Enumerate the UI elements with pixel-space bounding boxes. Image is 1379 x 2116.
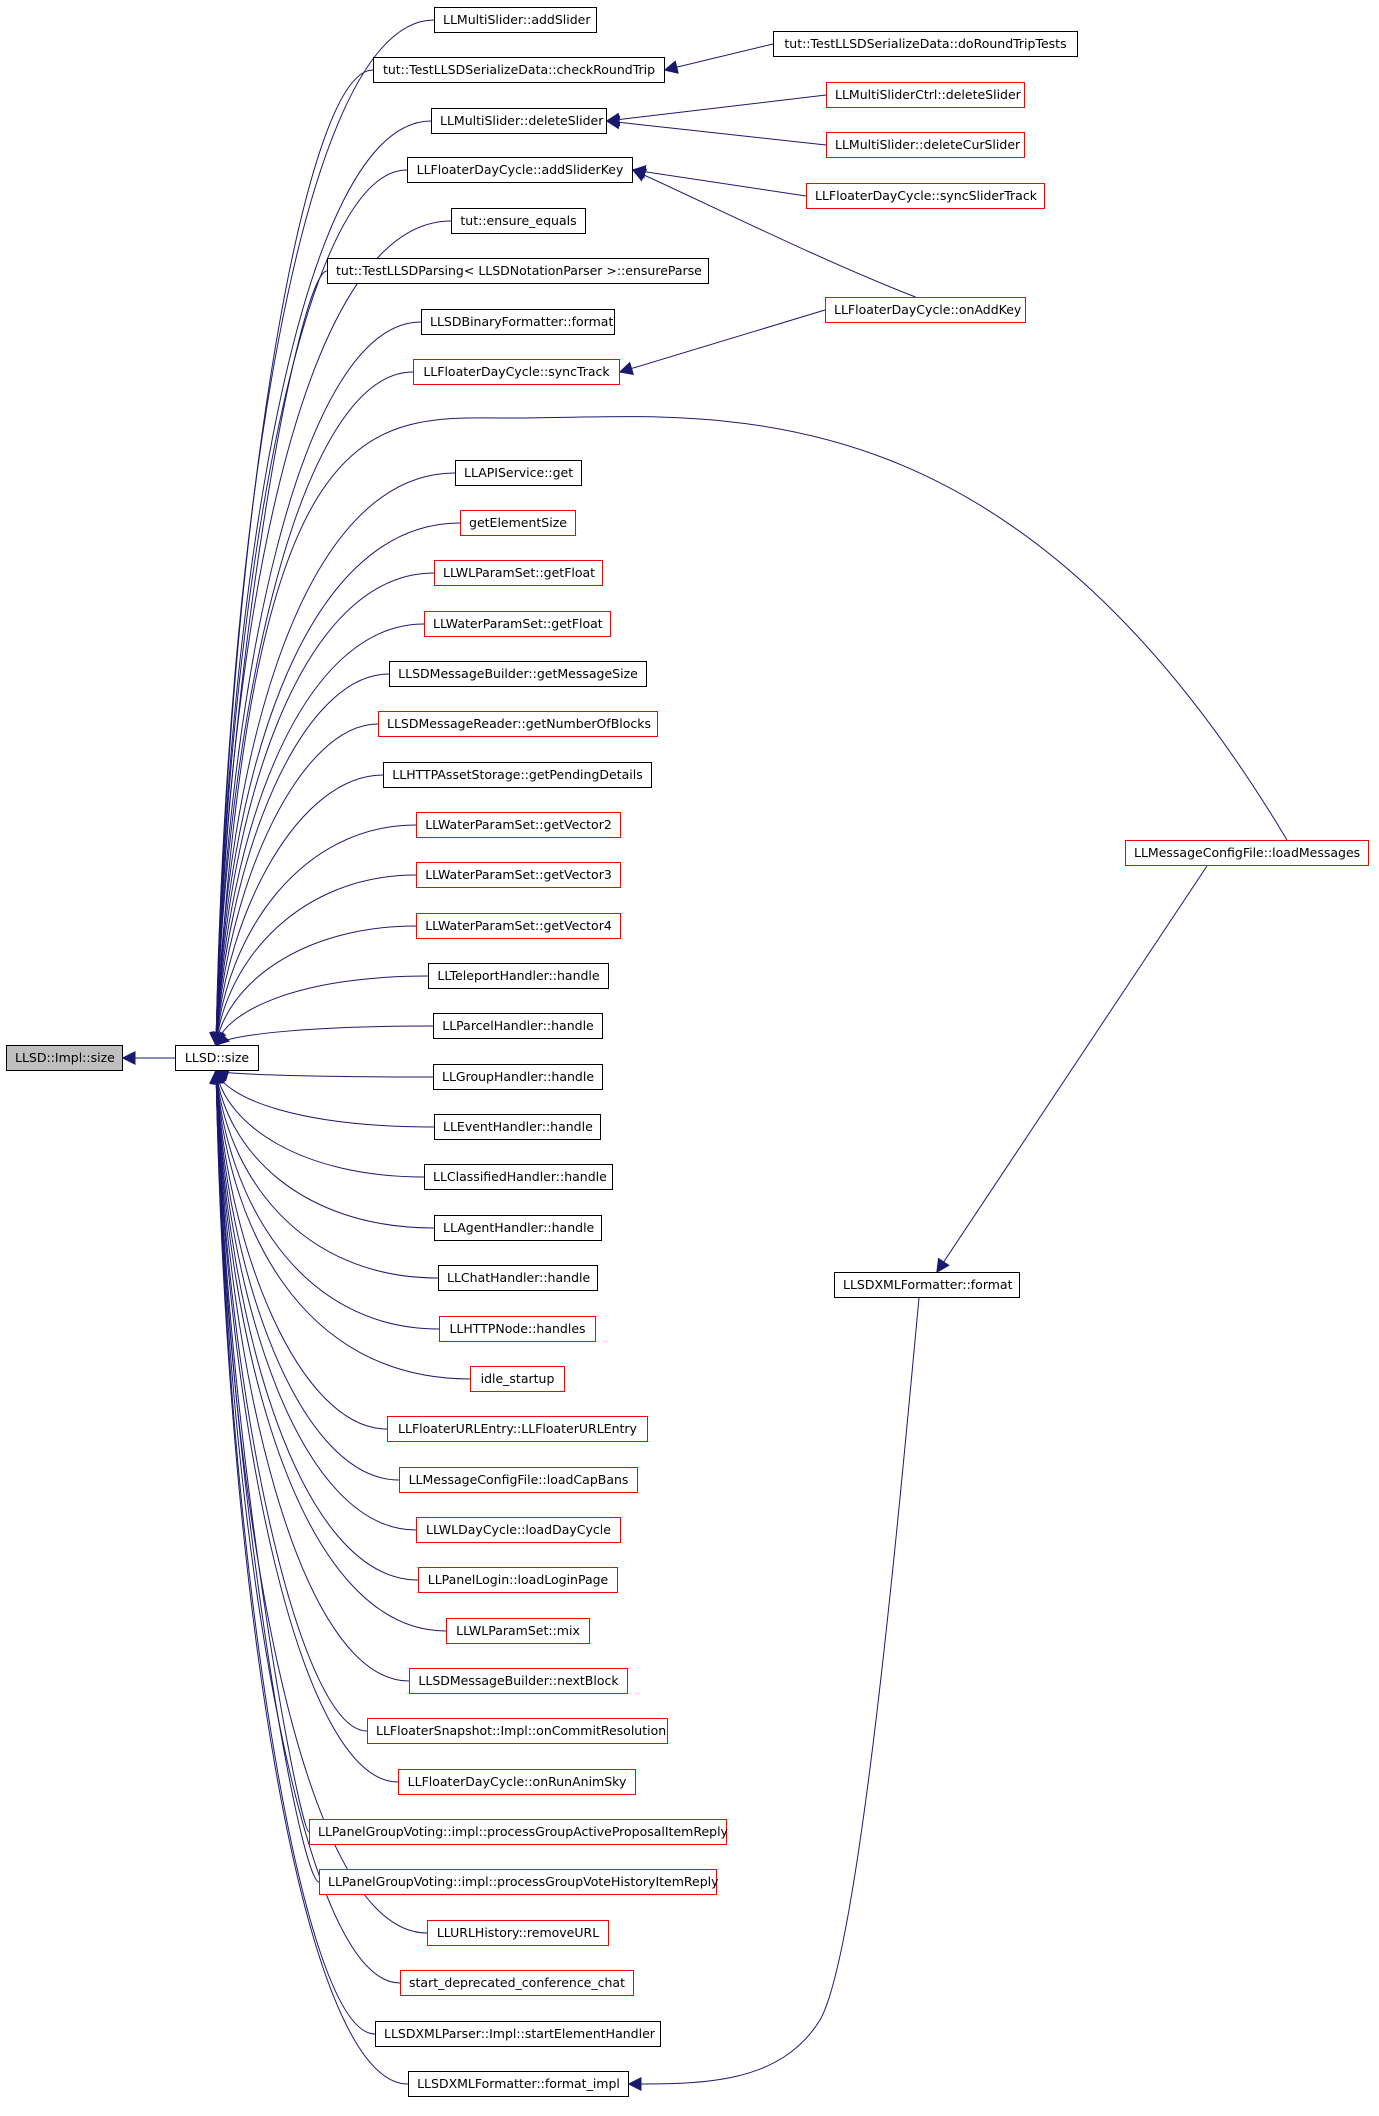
graph-edge [209,371,414,1047]
graph-node[interactable]: LLFloaterDayCycle::addSliderKey [407,157,633,183]
graph-edge [605,115,827,146]
graph-edge [209,774,384,1047]
graph-node[interactable]: LLSDMessageBuilder::nextBlock [409,1668,628,1694]
graph-node[interactable]: LLWLParamSet::getFloat [434,560,603,586]
graph-edge [210,874,417,1047]
graph-edge [211,1069,425,1178]
graph-node[interactable]: LLWLDayCycle::loadDayCycle [416,1517,621,1543]
graph-edge [209,169,408,1047]
graph-edge [209,1069,410,1682]
graph-node[interactable]: LLWaterParamSet::getFloat [424,611,611,637]
graph-edge [631,164,807,197]
graph-node[interactable]: LLAPIService::get [455,460,582,486]
graph-edge [209,723,379,1047]
graph-edge [209,120,432,1047]
graph-node[interactable]: LLSD::size [175,1045,259,1071]
graph-edge [209,1069,409,2085]
graph-node[interactable]: LLSDMessageReader::getNumberOfBlocks [378,711,658,737]
graph-edge [210,1069,440,1330]
graph-edge [209,270,328,1047]
graph-node[interactable]: LLMultiSlider::addSlider [434,7,597,33]
graph-edge [209,572,435,1047]
graph-node[interactable]: LLMultiSlider::deleteSlider [431,108,607,134]
graph-node[interactable]: tut::TestLLSDSerializeData::checkRoundTr… [373,57,665,83]
graph-node[interactable]: LLWaterParamSet::getVector2 [416,812,621,838]
graph-node[interactable]: LLMessageConfigFile::loadMessages [1125,840,1369,866]
graph-node[interactable]: LLWaterParamSet::getVector3 [416,862,621,888]
graph-edge [209,1069,428,1934]
graph-edge [663,43,774,74]
graph-node-root: LLSD::Impl::size [6,1045,123,1071]
graph-edge [210,824,417,1047]
graph-node[interactable]: LLAgentHandler::handle [434,1215,602,1241]
graph-node[interactable]: LLHTTPNode::handles [439,1316,596,1342]
graph-edge [211,925,417,1047]
graph-edge [605,94,827,127]
graph-node[interactable]: LLURLHistory::removeURL [427,1920,609,1946]
graph-node[interactable]: LLPanelGroupVoting::impl::processGroupVo… [319,1869,719,1895]
graph-node[interactable]: LLFloaterSnapshot::Impl::onCommitResolut… [367,1718,668,1744]
graph-node[interactable]: getElementSize [460,510,576,536]
graph-node[interactable]: LLFloaterDayCycle::onAddKey [825,297,1026,323]
graph-node[interactable]: LLMultiSliderCtrl::deleteSlider [826,82,1025,108]
graph-edge [209,1069,401,1984]
graph-edge [618,309,826,376]
graph-edge [631,168,916,298]
graph-edge [209,673,390,1047]
graph-node[interactable]: LLFloaterDayCycle::syncSliderTrack [806,183,1045,209]
graph-node[interactable]: tut::TestLLSDSerializeData::doRoundTripT… [773,31,1078,57]
graph-node[interactable]: LLSDXMLFormatter::format [834,1272,1020,1298]
graph-edge [936,865,1208,1274]
graph-edge [209,1069,417,1531]
graph-node[interactable]: LLFloaterDayCycle::syncTrack [413,359,620,385]
graph-node[interactable]: LLSDBinaryFormatter::format [421,309,615,335]
graph-edge [209,1069,368,1732]
graph-edge [209,623,425,1047]
graph-edge [209,1069,376,2035]
graph-node[interactable]: LLPanelGroupVoting::impl::processGroupAc… [309,1819,728,1845]
graph-node[interactable]: LLTeleportHandler::handle [428,963,609,989]
graph-node[interactable]: LLClassifiedHandler::handle [424,1164,613,1190]
graph-node[interactable]: LLSDMessageBuilder::getMessageSize [389,661,647,687]
graph-edge [209,1069,400,1481]
graph-node[interactable]: tut::ensure_equals [451,208,586,234]
graph-edge [209,1069,399,1783]
graph-node[interactable]: start_deprecated_conference_chat [400,1970,634,1996]
graph-edge [209,1069,447,1632]
graph-node[interactable]: LLEventHandler::handle [434,1114,601,1140]
graph-edge [209,522,461,1047]
graph-node[interactable]: LLWaterParamSet::getVector4 [416,913,621,939]
graph-edge [209,1069,310,1833]
graph-edge [210,1069,435,1229]
graph-node[interactable]: LLMessageConfigFile::loadCapBans [399,1467,638,1493]
graph-node[interactable]: LLParcelHandler::handle [433,1013,603,1039]
graph-node[interactable]: LLMultiSlider::deleteCurSlider [826,132,1025,158]
graph-node[interactable]: LLPanelLogin::loadLoginPage [418,1567,618,1593]
graph-edge [627,1297,920,2092]
graph-node[interactable]: LLHTTPAssetStorage::getPendingDetails [383,762,652,788]
graph-node[interactable]: LLFloaterURLEntry::LLFloaterURLEntry [387,1416,648,1442]
graph-edge [209,321,422,1047]
graph-edge [209,1069,388,1430]
graph-node[interactable]: LLGroupHandler::handle [433,1064,603,1090]
graph-edge [209,1069,419,1581]
graph-edge [209,69,374,1047]
graph-node[interactable]: LLChatHandler::handle [438,1265,598,1291]
graph-node[interactable]: LLSDXMLParser::Impl::startElementHandler [375,2021,661,2047]
graph-node[interactable]: LLSDXMLFormatter::format_impl [408,2071,629,2097]
graph-edge [209,416,1288,1047]
graph-edge [210,1069,439,1279]
graph-node[interactable]: idle_startup [470,1366,565,1392]
graph-node[interactable]: tut::TestLLSDParsing< LLSDNotationParser… [327,258,709,284]
graph-node[interactable]: LLFloaterDayCycle::onRunAnimSky [398,1769,636,1795]
graph-edge [209,1069,471,1380]
graph-node[interactable]: LLWLParamSet::mix [446,1618,590,1644]
